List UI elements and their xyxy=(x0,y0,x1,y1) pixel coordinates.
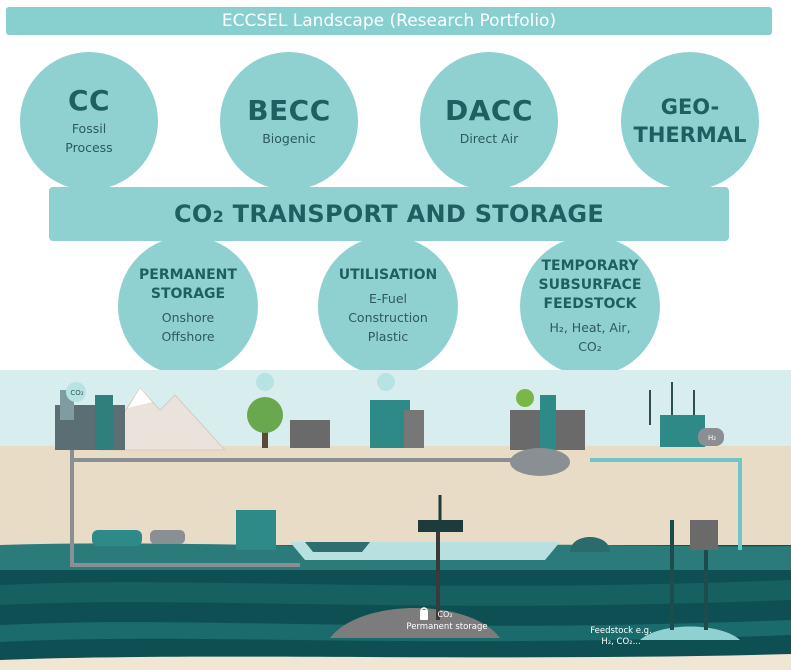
bubble-geothermal: GEO- THERMAL xyxy=(621,52,759,190)
bubble-permanent-title-1: PERMANENT xyxy=(139,267,237,283)
page-title: ECCSEL Landscape (Research Portfolio) xyxy=(6,7,772,35)
bubble-becc: BECC Biogenic xyxy=(220,52,358,190)
feedstock-dome xyxy=(640,626,740,640)
bubble-dacc: DACC Direct Air xyxy=(420,52,558,190)
lock-icon xyxy=(420,610,428,620)
bubble-becc-title: BECC xyxy=(247,93,331,127)
co2-cloud-icon xyxy=(66,382,86,402)
bar-label-sub: 2 xyxy=(212,207,225,226)
bubble-cc-title: CC xyxy=(67,84,111,117)
bubble-utilisation-line-1: E-Fuel xyxy=(368,291,407,306)
utilisation-tower xyxy=(540,395,556,450)
bubble-temporary-title-2: SUBSURFACE xyxy=(538,276,642,293)
bubble-dacc-title: DACC xyxy=(444,93,533,127)
bubble-geothermal-title-1: GEO- xyxy=(660,95,720,119)
bubble-dacc-line-1: Direct Air xyxy=(459,130,519,146)
feedstock-label-1: Feedstock e.g. xyxy=(590,626,652,636)
bubble-temporary-feedstock: TEMPORARY SUBSURFACE FEEDSTOCK H₂, Heat,… xyxy=(520,236,660,376)
permanent-storage-label: Permanent storage xyxy=(406,622,488,632)
bubble-utilisation: UTILISATION E-Fuel Construction Plastic xyxy=(318,236,458,376)
tanker-truck xyxy=(92,530,142,546)
tanker-trailer xyxy=(150,530,185,544)
bubble-cc: CC Fossil Process xyxy=(20,52,158,190)
h2-tank xyxy=(698,428,724,446)
utilisation-basin xyxy=(510,448,570,476)
bubble-utilisation-line-3: Plastic xyxy=(367,329,409,344)
storage-silos xyxy=(236,510,276,550)
co2-cloud-icon xyxy=(256,373,274,391)
bubble-becc-line-1: Biogenic xyxy=(262,130,316,146)
tree-icon xyxy=(247,397,283,433)
mountain-snow xyxy=(128,388,152,408)
bubble-temporary-line-1: H₂, Heat, Air, xyxy=(549,319,631,335)
bubble-permanent-storage: PERMANENT STORAGE Onshore Offshore xyxy=(118,236,258,376)
h2-tank-label: H₂ xyxy=(708,434,716,442)
bubble-temporary-title-1: TEMPORARY xyxy=(541,257,639,274)
feedstock-well-head xyxy=(690,520,718,550)
co2-ship xyxy=(305,542,370,552)
tree-trunk xyxy=(262,420,268,448)
bubble-permanent-title-2: STORAGE xyxy=(150,286,226,302)
dac-side xyxy=(404,410,424,448)
bubble-cc-line-1: Fossil xyxy=(71,121,107,136)
bubble-cc-line-2: Process xyxy=(65,140,113,155)
bubble-temporary-line-2: CO₂ xyxy=(578,338,602,354)
co2-tag-cc: CO₂ xyxy=(70,389,84,397)
bar-label-rest: TRANSPORT AND STORAGE xyxy=(224,200,605,228)
bubble-geothermal-title-2: THERMAL xyxy=(633,123,747,147)
becc-factory xyxy=(290,420,330,448)
transport-storage-bar: CO2 TRANSPORT AND STORAGE xyxy=(49,187,729,241)
recycle-icon xyxy=(516,389,534,407)
co2-cloud-icon xyxy=(377,373,395,391)
co2-tag-storage: CO₂ xyxy=(437,610,453,619)
offshore-platform xyxy=(418,520,463,532)
lock-icon-shackle xyxy=(420,607,428,612)
bubble-utilisation-line-2: Construction xyxy=(348,310,428,325)
bubble-permanent-line-2: Offshore xyxy=(161,329,215,344)
pipeline-right xyxy=(590,458,742,550)
landscape-illustration: H₂ xyxy=(0,370,791,670)
cc-tower xyxy=(95,395,113,450)
pipeline-left xyxy=(70,450,300,567)
bubble-permanent-line-1: Onshore xyxy=(161,310,215,325)
geothermal-plant xyxy=(660,415,705,447)
bubble-utilisation-title: UTILISATION xyxy=(338,267,438,283)
permanent-storage-dome xyxy=(330,608,500,638)
bottom-sand xyxy=(0,654,791,670)
feedstock-label-2: H₂, CO₂... xyxy=(601,637,641,647)
dac-unit xyxy=(370,400,410,448)
geothermal-dome xyxy=(570,537,610,552)
bar-label-co: CO xyxy=(173,200,213,228)
bubble-temporary-title-3: FEEDSTOCK xyxy=(543,295,637,312)
rock-layer-1 xyxy=(0,580,791,606)
